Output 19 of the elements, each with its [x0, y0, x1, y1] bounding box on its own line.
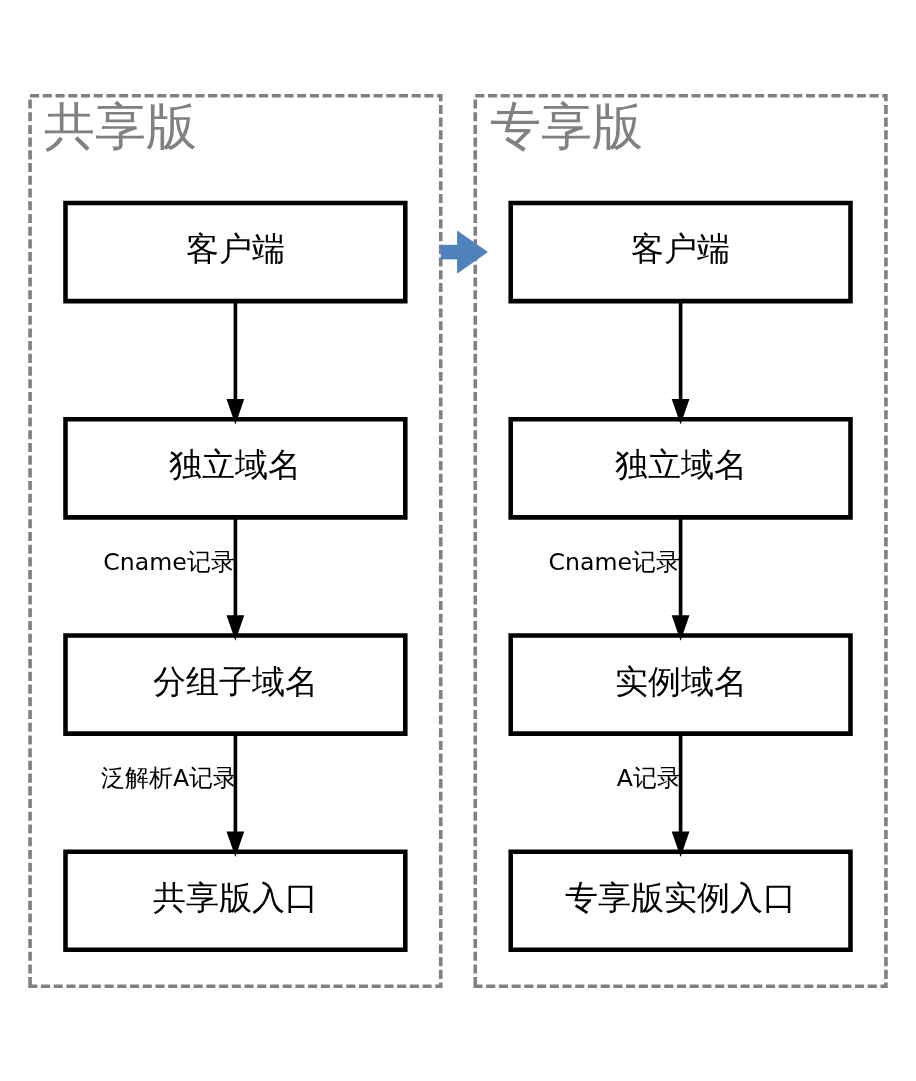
node-box: 分组子域名	[63, 632, 408, 736]
node-box: 共享版入口	[63, 848, 408, 952]
arrow	[226, 301, 245, 424]
arrow	[671, 301, 690, 424]
edge-label: A记录	[616, 763, 681, 792]
node-box: 客户端	[508, 200, 853, 303]
node-box: 独立域名	[508, 416, 853, 520]
arrow	[671, 517, 690, 641]
arrow	[440, 230, 488, 274]
arrow	[226, 517, 245, 641]
edge-label: Cname记录	[103, 547, 235, 576]
arrow	[671, 733, 690, 857]
node-box: 客户端	[63, 200, 408, 303]
node-box: 独立域名	[63, 416, 408, 520]
edge-label: 泛解析A记录	[101, 763, 238, 792]
node-box: 专享版实例入口	[508, 848, 853, 952]
arrow	[226, 733, 245, 857]
edge-label: Cname记录	[548, 547, 680, 576]
node-box: 实例域名	[508, 632, 853, 736]
